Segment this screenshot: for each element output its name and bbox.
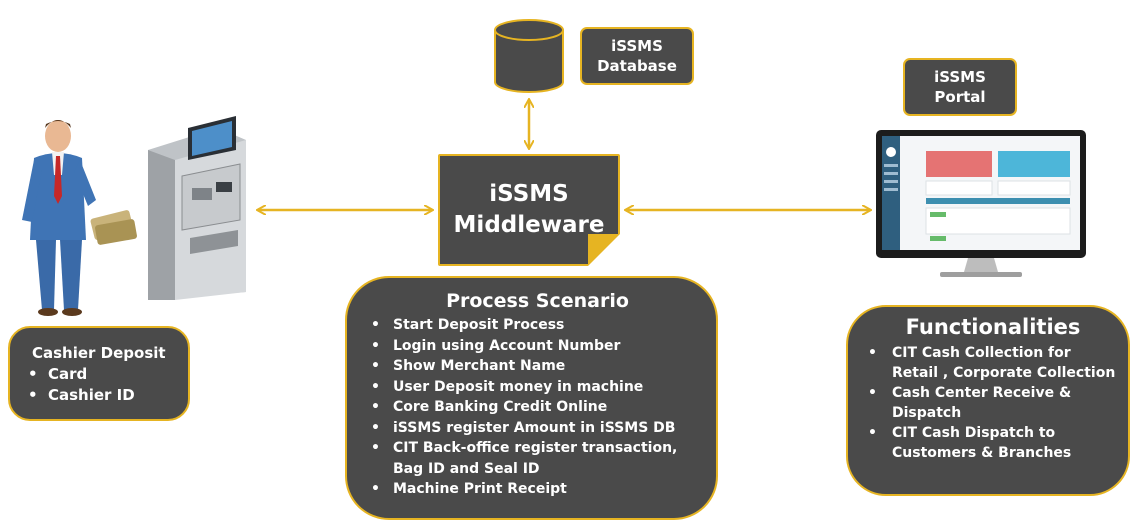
portal-monitor-icon — [876, 130, 1086, 277]
list-item: iSSMS register Amount in iSSMS DB — [369, 418, 706, 439]
process-scenario-list: Start Deposit Process Login using Accoun… — [369, 315, 706, 500]
process-scenario-title: Process Scenario — [446, 290, 629, 312]
portal-label-line1: iSSMS — [934, 68, 986, 86]
middleware-line2: Middleware — [453, 212, 605, 238]
businessman-icon — [22, 120, 137, 316]
list-item: Cashier ID — [26, 385, 178, 406]
list-item: Login using Account Number — [369, 336, 706, 357]
list-item: CIT Cash Collection for Retail , Corpora… — [866, 343, 1120, 383]
process-scenario-box: Process Scenario Start Deposit Process L… — [345, 276, 718, 520]
list-item: Machine Print Receipt — [369, 479, 706, 500]
portal-label-line2: Portal — [934, 88, 986, 106]
database-label-line2: Database — [597, 57, 677, 75]
functionalities-list: CIT Cash Collection for Retail , Corpora… — [866, 343, 1120, 463]
database-label-box: iSSMS Database — [580, 27, 694, 85]
database-cylinder-icon — [494, 19, 564, 93]
list-item: Card — [26, 364, 178, 385]
atm-machine-icon — [148, 116, 246, 300]
middleware-box: iSSMS Middleware — [438, 154, 620, 266]
functionalities-box: Functionalities CIT Cash Collection for … — [846, 305, 1130, 496]
list-item: CIT Back-office register transaction, Ba… — [369, 438, 706, 479]
list-item: User Deposit money in machine — [369, 377, 706, 398]
functionalities-title: Functionalities — [905, 315, 1081, 339]
middleware-line1: iSSMS — [489, 181, 569, 207]
middleware-page-fold — [588, 234, 620, 266]
list-item: Cash Center Receive & Dispatch — [866, 383, 1120, 423]
database-label-line1: iSSMS — [611, 37, 663, 55]
list-item: Start Deposit Process — [369, 315, 706, 336]
cashier-deposit-title: Cashier Deposit — [32, 344, 166, 362]
cashier-deposit-box: Cashier Deposit Card Cashier ID — [8, 326, 190, 421]
list-item: Core Banking Credit Online — [369, 397, 706, 418]
portal-label-box: iSSMS Portal — [903, 58, 1017, 116]
list-item: CIT Cash Dispatch to Customers & Branche… — [866, 423, 1120, 463]
cashier-deposit-list: Card Cashier ID — [26, 364, 178, 406]
list-item: Show Merchant Name — [369, 356, 706, 377]
